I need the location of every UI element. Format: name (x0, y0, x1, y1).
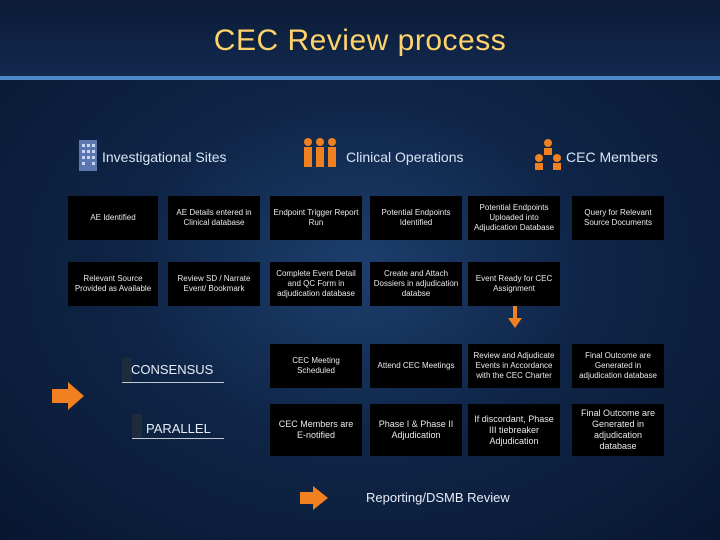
consensus-line (122, 382, 224, 383)
box-complete-event: Complete Event Detail and QC Form in adj… (270, 262, 362, 306)
building-icon (79, 140, 97, 171)
box-attend-cec: Attend CEC Meetings (370, 344, 462, 388)
lane-investigational-sites: Investigational Sites (102, 149, 227, 165)
box-ae-details: AE Details entered in Clinical database (168, 196, 260, 240)
box-relevant-source: Relevant Source Provided as Available (68, 262, 158, 306)
box-cec-meeting: CEC Meeting Scheduled (270, 344, 362, 388)
parallel-line (132, 438, 224, 439)
box-event-ready: Event Ready for CEC Assignment (468, 262, 560, 306)
title-rule (0, 76, 720, 80)
consensus-bracket (122, 358, 132, 382)
box-review-adjudicate: Review and Adjudicate Events in Accordan… (468, 344, 560, 388)
box-potential-identified: Potential Endpoints Identified (370, 196, 462, 240)
title-bar (0, 0, 720, 76)
arrow-down-icon (508, 306, 522, 328)
box-create-dossiers: Create and Attach Dossiers in adjudicati… (370, 262, 462, 306)
box-discordant: If discordant, Phase III tiebreaker Adju… (468, 404, 560, 456)
box-cec-notified: CEC Members are E-notified (270, 404, 362, 456)
box-review-sd: Review SD / Narrate Event/ Bookmark (168, 262, 260, 306)
parallel-label: PARALLEL (146, 421, 211, 436)
people-icon (304, 138, 336, 167)
reporting-label: Reporting/DSMB Review (366, 490, 510, 505)
lane-cec-members: CEC Members (566, 149, 658, 165)
box-final-outcome-1: Final Outcome are Generated in adjudicat… (572, 344, 664, 388)
box-potential-uploaded: Potential Endpoints Uploaded into Adjudi… (468, 196, 560, 240)
box-endpoint-trigger: Endpoint Trigger Report Run (270, 196, 362, 240)
consensus-label: CONSENSUS (131, 362, 214, 377)
parallel-bracket (132, 414, 142, 438)
page-title: CEC Review process (213, 24, 507, 57)
lane-clinical-operations: Clinical Operations (346, 149, 464, 165)
box-ae-identified: AE Identified (68, 196, 158, 240)
arrow-right-icon (52, 382, 84, 410)
arrow-right-icon (300, 486, 328, 510)
box-phase-adjudication: Phase I & Phase II Adjudication (370, 404, 462, 456)
box-query-source: Query for Relevant Source Documents (572, 196, 664, 240)
org-chart-icon (535, 139, 561, 170)
box-final-outcome-2: Final Outcome are Generated in adjudicat… (572, 404, 664, 456)
